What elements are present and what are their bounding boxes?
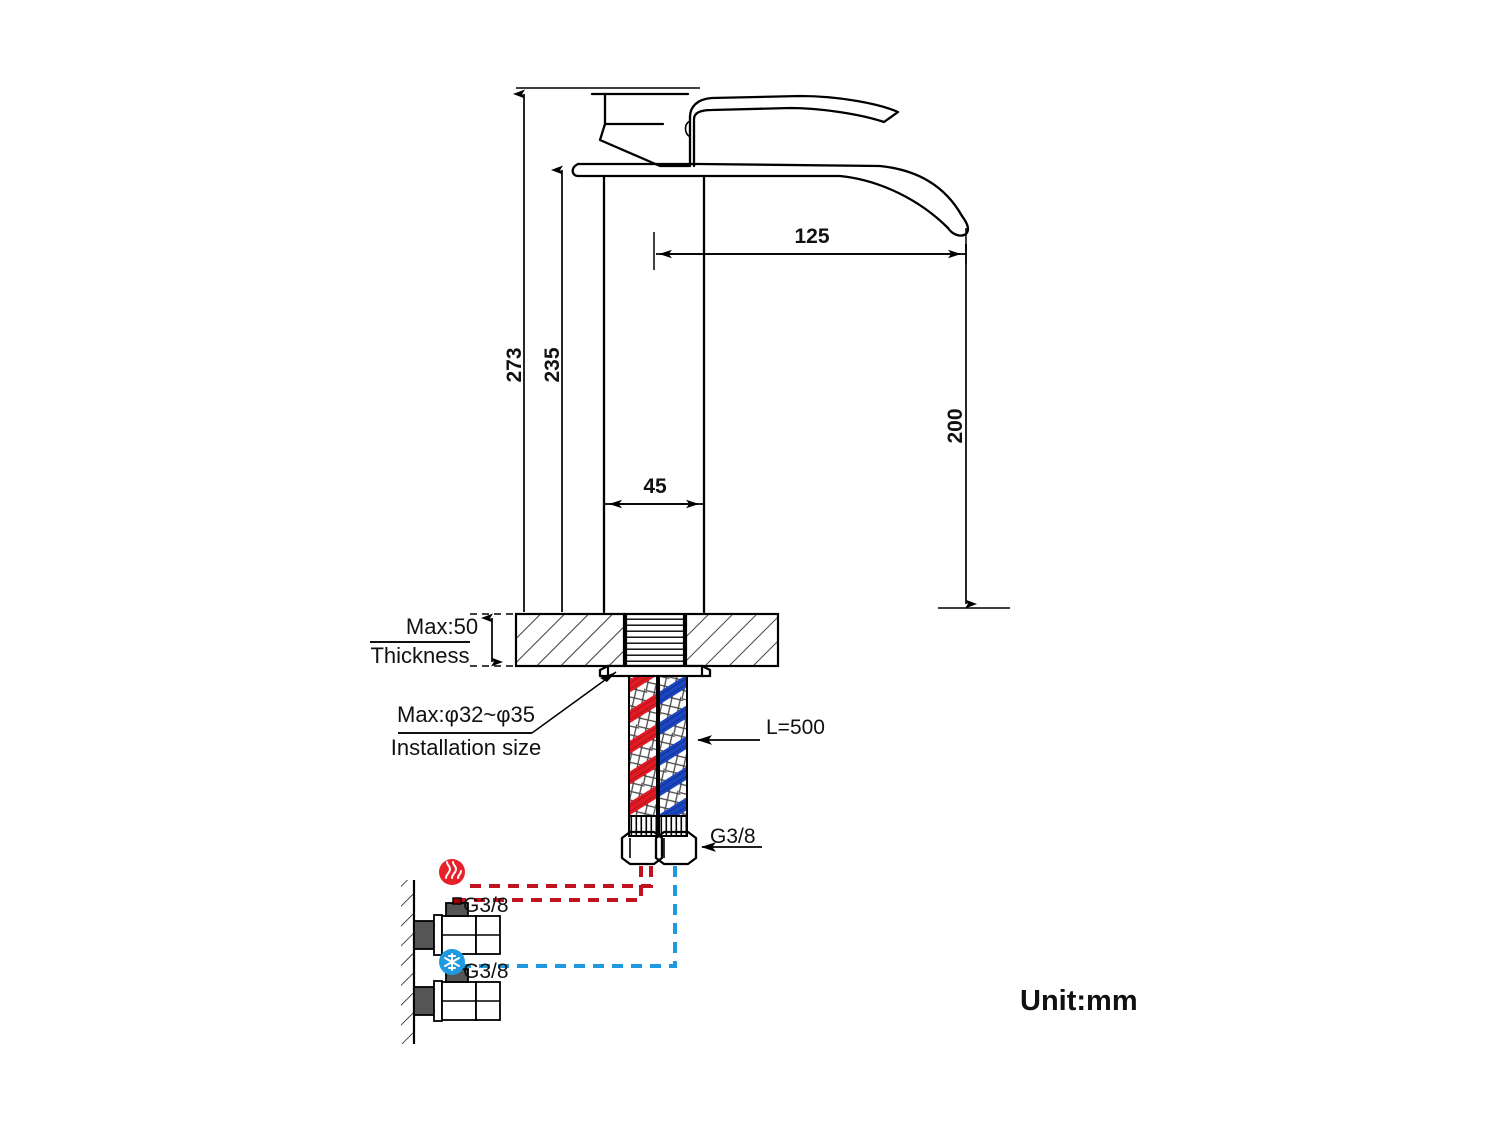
note-hose-thread: G3/8 (701, 825, 762, 852)
thickness-caption-label: Thickness (370, 643, 469, 668)
dimension-spout-reach: 125 (653, 225, 967, 270)
countertop-section (514, 612, 780, 678)
hose-length-label: L=500 (766, 716, 825, 739)
dimension-total-height: 273 (503, 87, 700, 612)
note-countertop-thickness: Max:50 Thickness (370, 613, 520, 668)
installation-value-label: Max:φ32~φ35 (397, 702, 535, 727)
dimension-spout-height: 200 (938, 244, 1010, 609)
unit-label: Unit:mm (1020, 985, 1138, 1017)
note-installation-size: Max:φ32~φ35 Installation size (391, 671, 617, 760)
dim-label-45: 45 (643, 475, 667, 498)
dim-label-273: 273 (503, 347, 526, 382)
braided-hoses (620, 675, 698, 866)
dim-label-125: 125 (794, 225, 829, 248)
dim-label-200: 200 (944, 408, 967, 443)
dimension-body-width: 45 (604, 475, 704, 509)
wall-section (401, 880, 416, 1044)
cold-valve-thread-label: G3/8 (463, 960, 509, 983)
thickness-value-label: Max:50 (406, 614, 478, 639)
note-hose-length: L=500 (697, 716, 825, 745)
faucet-body-outline (571, 92, 970, 614)
hot-angle-valve: G3/8 (413, 894, 509, 956)
hose-thread-label: G3/8 (710, 825, 756, 848)
installation-caption-label: Installation size (391, 735, 541, 760)
dimension-body-height: 235 (541, 165, 564, 612)
cold-water-icon (439, 949, 465, 975)
hot-water-icon (439, 859, 465, 885)
cold-angle-valve: G3/8 (413, 960, 509, 1022)
dim-label-235: 235 (541, 347, 564, 382)
hot-valve-thread-label: G3/8 (463, 894, 509, 917)
